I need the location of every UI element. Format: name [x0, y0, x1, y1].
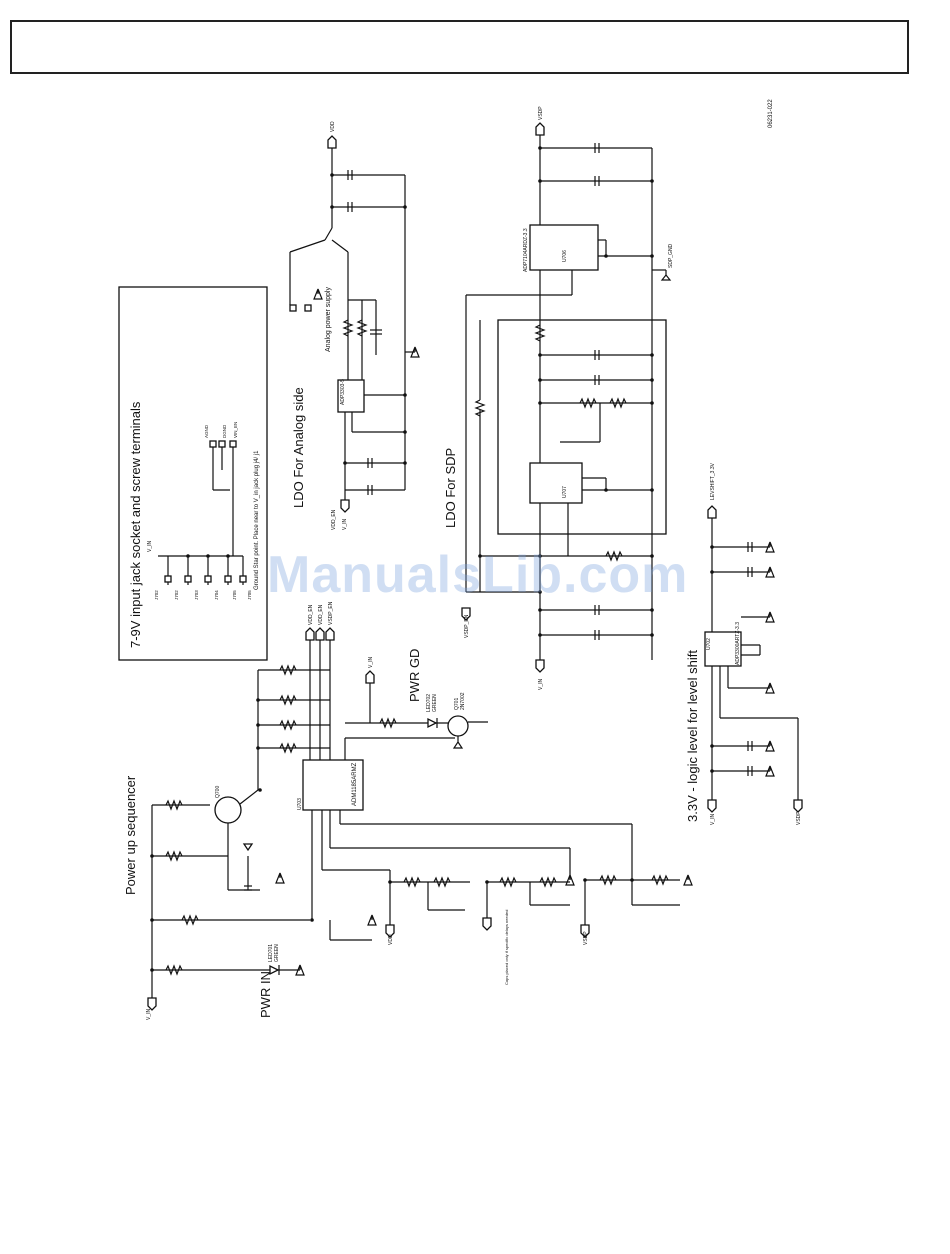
ground-star-note: Ground Star point. Place near to V_in ja… [254, 450, 260, 590]
ldo-sdp-wiring [461, 122, 672, 673]
connector-j703: J703 [194, 590, 199, 600]
pwr-gd-label: PWR GD [407, 649, 422, 702]
vdd-en-net: VDD_EN [308, 604, 314, 625]
analog-supply-label: Analog power supply [325, 287, 332, 352]
seq-vin-top-label: V_IN [368, 656, 374, 668]
adm-part-label: ADM1185ARMZ [352, 762, 358, 806]
sdp-vsdp-en-label: VSDP_EN [464, 614, 470, 638]
connector-j702a: J702 [154, 590, 159, 600]
led702-label: LED702 [426, 694, 432, 712]
ldo-analog-title: LDO For Analog side [291, 387, 306, 508]
seq-vsdp-label: VSDP [583, 931, 589, 945]
agnd-label: AGND [204, 424, 209, 438]
level-shift-wiring [704, 505, 803, 813]
jack-terminals-box [118, 286, 268, 661]
level-vsdp-label: VSDP [796, 811, 802, 825]
analog-vdd-label: VDD [330, 121, 336, 132]
jack-wiring [158, 440, 247, 585]
ldo-analog-wiring [289, 135, 420, 513]
jack-vin-label: V_IN [147, 540, 153, 552]
seq-vdd-label: VDD [388, 934, 394, 945]
sdp-gnd-label: SDP_GND [668, 243, 674, 268]
adp-sdp-label: ADP7104ARDZ-3.3 [523, 228, 529, 272]
watermark: ManualsLib.com [267, 546, 689, 604]
connector-j704: J704 [214, 590, 219, 600]
level-vin-label: V_IN [710, 813, 716, 825]
analog-vdd-en-label: VDD_EN [331, 509, 337, 530]
vsdp-en-b-net: VSDP_EN [328, 601, 334, 625]
led702-color: GREEN [432, 694, 438, 712]
connector-j702b: J702 [174, 590, 179, 600]
analog-vin-label: V_IN [342, 518, 348, 530]
ldo-sdp-title: LDO For SDP [443, 448, 458, 528]
sequencer-title: Power up sequencer [123, 775, 138, 895]
vdd-en-a-net: VDD_EN [318, 604, 324, 625]
figure-id: 06231-022 [768, 99, 774, 128]
header-box [10, 20, 909, 74]
led701-color: GREEN [274, 944, 280, 962]
connector-j705a: J705 [232, 590, 237, 600]
dgnd-label: DGND [222, 424, 227, 438]
q701-label: Q701 [454, 698, 460, 710]
levshift-net-label: LEVSHIFT_3.3V [710, 462, 716, 500]
connector-j705b: J705 [247, 590, 252, 600]
cap-note: Caps placed only if specific delays need… [504, 910, 509, 985]
q701-type-label: 2N7002 [460, 692, 466, 710]
sdp-vin-label: V_IN [538, 678, 544, 690]
seq-vin-label: V_IN [146, 1008, 152, 1020]
adp-logic-label: ADP3300ARTZ-3.3 [735, 622, 741, 665]
vin-en-label: VIN_EN [233, 422, 238, 438]
u707-label: U707 [562, 486, 568, 498]
u703-label: U703 [297, 798, 303, 810]
level-shift-title: 3.3V - logic level for level shift [685, 650, 700, 822]
q700-label: Q700 [215, 786, 221, 798]
led701-label: LED701 [268, 944, 274, 962]
sequencer-wiring [147, 627, 693, 1011]
sdp-vsdp-label: VSDP [538, 106, 544, 120]
pwr-in-label: PWR IN [258, 971, 273, 1018]
jack-title: 7-9V input jack socket and screw termina… [128, 401, 143, 648]
u706-label: U706 [562, 250, 568, 262]
u702-label: U702 [706, 638, 712, 650]
adp-analog-label: ADP3303-5 [340, 379, 346, 405]
